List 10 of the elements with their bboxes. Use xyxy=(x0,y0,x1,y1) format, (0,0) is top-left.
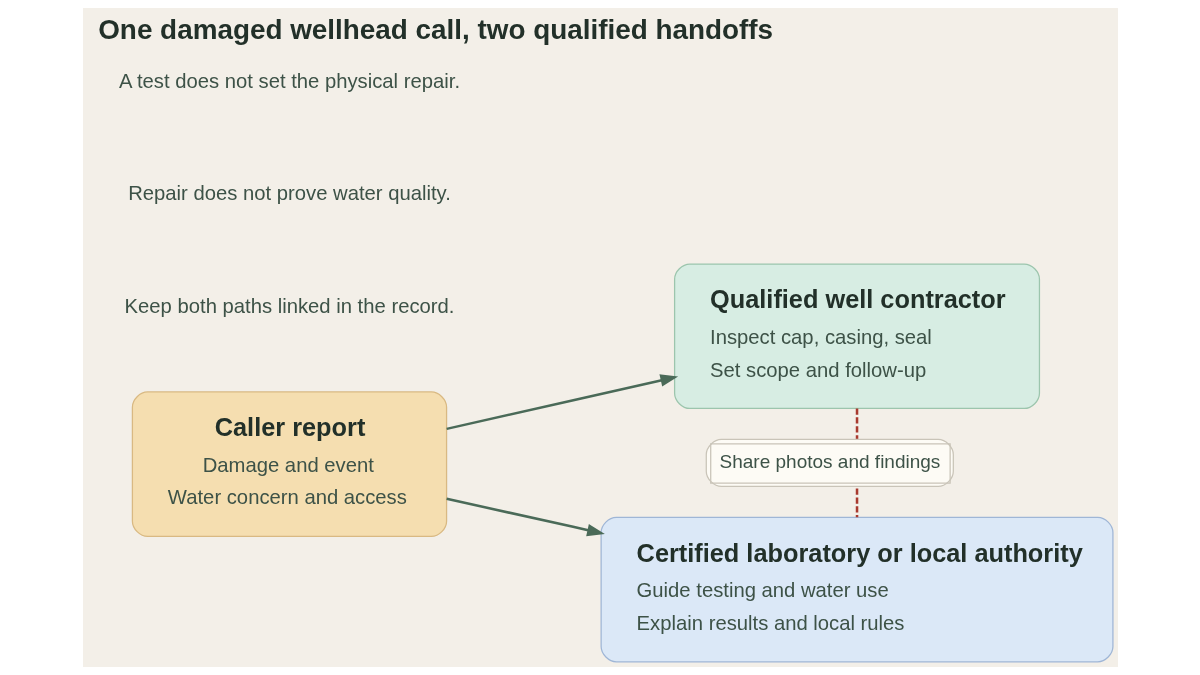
arrow xyxy=(445,497,605,537)
node-box: Qualified well contractor Inspect cap, casing, seal Set scope and follow-up xyxy=(673,263,1040,410)
arrow xyxy=(445,374,678,431)
node-box: Certified laboratory or local authority Guide testing and water use Explain results and local rules xyxy=(600,516,1114,663)
diagram-title: One damaged wellhead call, two qualified handoffs xyxy=(97,14,773,46)
label: A test does not set the physical repair. xyxy=(118,69,460,92)
label: Repair does not prove water quality. xyxy=(127,182,451,205)
node-box: Caller report Damage and event Water concern and access xyxy=(131,391,447,538)
edge-label: Share photos and findings xyxy=(719,450,940,472)
label: Keep both paths linked in the record. xyxy=(124,295,454,318)
